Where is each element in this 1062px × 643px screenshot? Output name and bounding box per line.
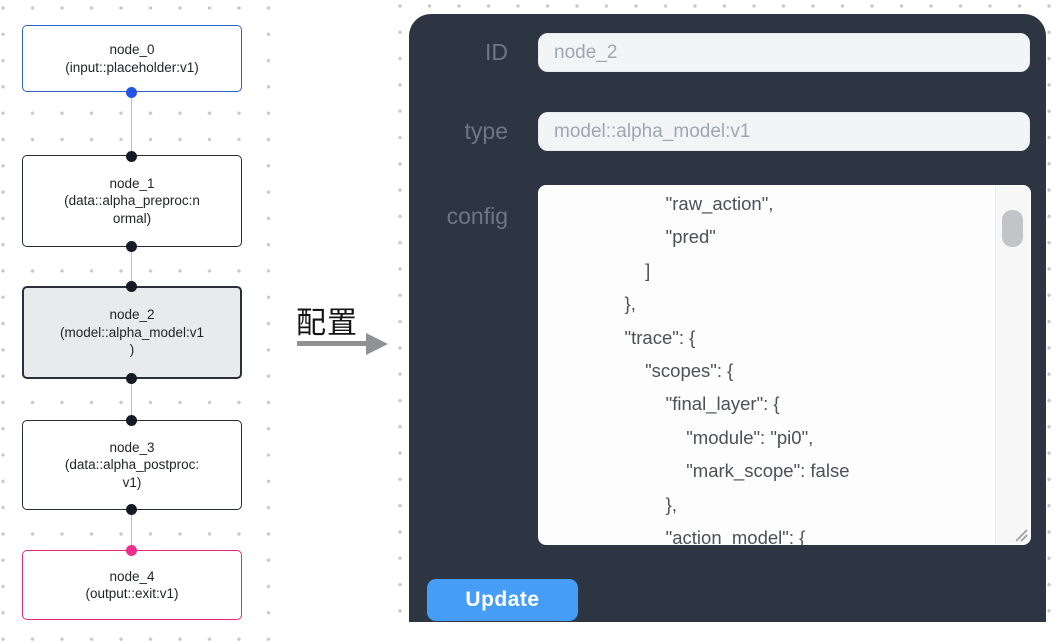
target-handle[interactable]: [126, 545, 137, 556]
source-handle[interactable]: [126, 241, 137, 252]
panel-canvas: ID type config "raw_action", "pred" ] },…: [390, 0, 1062, 625]
arrow-right-icon: [366, 332, 388, 355]
edge-line: [130, 510, 133, 551]
config-json-text: "raw_action", "pred" ] }, "trace": { "sc…: [624, 193, 850, 545]
config-textarea[interactable]: "raw_action", "pred" ] }, "trace": { "sc…: [538, 185, 1031, 545]
node-card-node_2-selected[interactable]: node_2 (model::alpha_model:v1 ): [22, 286, 242, 379]
id-field-label: ID: [485, 39, 508, 65]
node-label: node_3 (data::alpha_postproc: v1): [64, 439, 200, 490]
scrollbar-track[interactable]: [995, 186, 1030, 544]
source-handle[interactable]: [126, 504, 137, 515]
edge-line: [130, 247, 133, 287]
type-field-label: type: [464, 118, 508, 144]
graph-canvas[interactable]: node_0 (input::placeholder:v1) node_1 (d…: [0, 0, 284, 643]
node-card-node_0[interactable]: node_0 (input::placeholder:v1): [22, 25, 242, 92]
edge-line: [130, 93, 133, 157]
transition-label: 配置: [296, 307, 358, 340]
scrollbar-thumb[interactable]: [1002, 210, 1023, 247]
id-input[interactable]: [538, 33, 1030, 72]
source-handle[interactable]: [126, 87, 137, 98]
node-card-node_1[interactable]: node_1 (data::alpha_preproc:n ormal): [22, 155, 242, 247]
node-label: node_1 (data::alpha_preproc:n ormal): [64, 175, 200, 226]
node-label: node_4 (output::exit:v1): [85, 568, 179, 602]
config-panel: ID type config "raw_action", "pred" ] },…: [409, 14, 1046, 622]
target-handle[interactable]: [126, 281, 137, 292]
arrow-right-icon: [297, 341, 369, 346]
resize-handle-icon[interactable]: [1012, 526, 1028, 542]
type-input[interactable]: [538, 112, 1030, 151]
node-card-node_4[interactable]: node_4 (output::exit:v1): [22, 550, 242, 620]
edge-line: [130, 379, 133, 420]
node-label: node_0 (input::placeholder:v1): [65, 42, 199, 75]
config-field-label: config: [446, 203, 508, 229]
source-handle[interactable]: [126, 373, 137, 384]
update-button[interactable]: Update: [427, 579, 578, 621]
node-label: node_2 (model::alpha_model:v1 ): [59, 307, 205, 358]
target-handle[interactable]: [126, 151, 137, 162]
target-handle[interactable]: [126, 415, 137, 426]
node-card-node_3[interactable]: node_3 (data::alpha_postproc: v1): [22, 420, 242, 510]
